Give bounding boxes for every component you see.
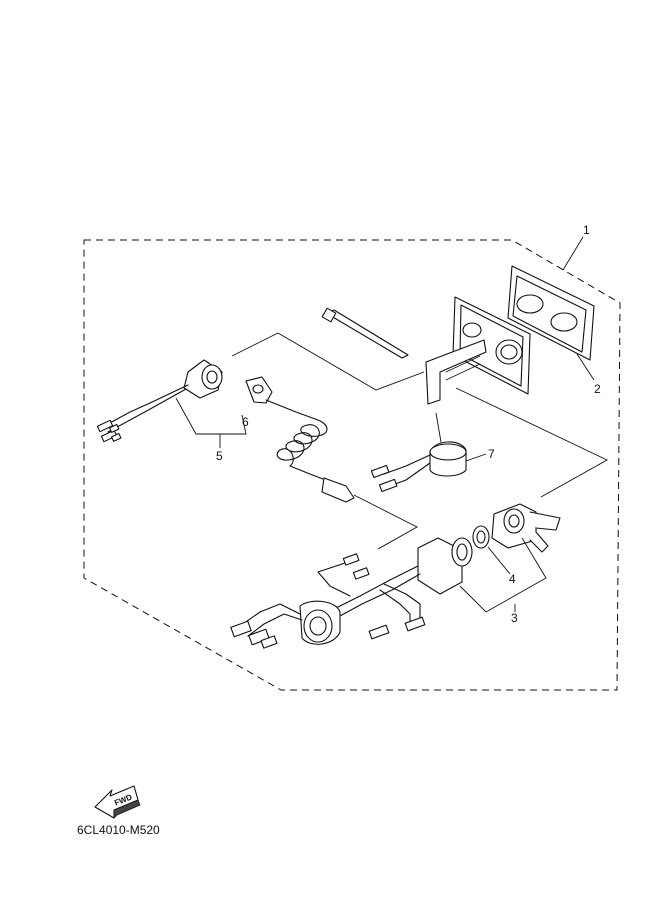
cable-tie bbox=[321, 307, 409, 359]
callout-4: 4 bbox=[509, 572, 516, 586]
wire-harness bbox=[230, 553, 426, 649]
switch-cap bbox=[370, 441, 467, 493]
callout-5: 5 bbox=[216, 449, 223, 463]
callout-3: 3 bbox=[511, 611, 518, 625]
seal-gasket bbox=[507, 265, 595, 361]
engine-stop-switch bbox=[96, 359, 223, 443]
coiled-lanyard-cord bbox=[276, 419, 355, 503]
callout-6: 6 bbox=[242, 415, 249, 429]
bracket bbox=[425, 339, 487, 405]
washer bbox=[472, 525, 490, 549]
assembly-boundary bbox=[83, 239, 621, 691]
callout-2: 2 bbox=[594, 382, 601, 396]
switch-housing bbox=[417, 537, 473, 595]
callout-leaders bbox=[175, 236, 595, 613]
callout-1: 1 bbox=[583, 223, 590, 237]
fwd-arrow-icon: FWD bbox=[94, 785, 141, 819]
callout-7: 7 bbox=[488, 447, 495, 461]
mounting-plate bbox=[452, 296, 531, 395]
lanyard-clip bbox=[245, 376, 319, 421]
guide-lines bbox=[231, 332, 608, 550]
main-key-switch bbox=[491, 503, 561, 553]
drawing-code: 6CL4010-M520 bbox=[77, 823, 160, 837]
